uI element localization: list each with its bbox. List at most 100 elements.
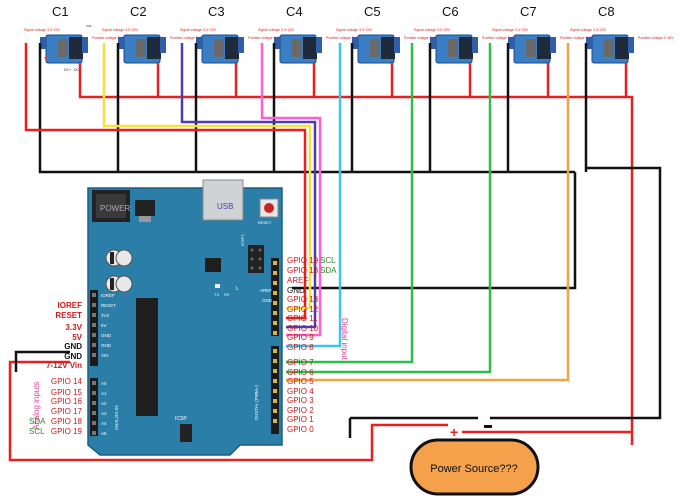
relay-module-c4: C4 Signal voltage 3.3~20V Positive volta…: [258, 4, 362, 64]
gnd-board-label: GND: [262, 298, 273, 303]
analog-header: [90, 378, 98, 436]
wires: [8, 43, 662, 462]
module-label: C4: [286, 4, 303, 19]
left-gpio-14: GPIO 14: [51, 377, 83, 386]
right-gpio-18: GPIO 18: [287, 266, 319, 275]
wire-signal-c6: [286, 43, 414, 364]
board-pin-3v3: 3V3: [101, 313, 110, 318]
left-label-vin: 7-12V Vin: [46, 361, 82, 370]
board-pin-a3: A3: [101, 411, 107, 416]
board-pin-a4: A4: [101, 421, 107, 426]
module-label: C8: [598, 4, 615, 19]
board-pin-a5: A5: [101, 431, 107, 436]
relay-module-c1: C1 Signal voltage 3.3~20V Positive volta…: [24, 4, 128, 72]
relay-module-c3: C3 Signal voltage 3.3~20V Positive volta…: [180, 4, 284, 64]
rx-label: RX: [224, 292, 230, 297]
right-gpio-7: GPIO 7: [287, 358, 314, 367]
left-gpio-19: GPIO 19: [51, 427, 83, 436]
right-gpio-9: GPIO 9: [287, 333, 314, 342]
relay-module-c2: C2 Signal voltage 3.3~20V Positive volta…: [102, 4, 206, 64]
right-gpio-19: GPIO 19: [287, 256, 319, 265]
wire-ground-to-board: [292, 172, 577, 290]
right-gpio-11: GPIO 11: [287, 314, 318, 323]
board-pin-ioref: IOREF: [101, 293, 115, 298]
left-gpio-18: GPIO 18: [51, 417, 83, 426]
wire-signal-c2: [102, 43, 312, 310]
board-pin-gnd1: GND: [101, 333, 112, 338]
right-gpio-3: GPIO 3: [287, 396, 314, 405]
relay-module-c7: C7 Signal voltage 3.3~20V Positive volta…: [492, 4, 596, 64]
signal-voltage-text: Signal voltage 3.3~20V: [102, 28, 139, 32]
positive-voltage-text: Positive voltage 5~36V: [560, 36, 596, 40]
left-label-gnd1: GND: [64, 342, 82, 351]
digital-pwm-label: DIGITAL (PWM~): [254, 385, 259, 420]
wire-source-negative: [490, 166, 662, 420]
wire-signal-c5: [286, 43, 342, 348]
wire-vin-red: [8, 360, 448, 462]
signal-voltage-text: Signal voltage 3.3~20V: [414, 28, 451, 32]
right-gpio-labels: GPIO 13 GPIO 12 GPIO 11 GPIO 10 GPIO 9 G…: [287, 295, 319, 434]
signal-voltage-text: Signal voltage 3.3~20V: [258, 28, 295, 32]
module-label: C2: [130, 4, 147, 19]
wire-signal-c7: [286, 43, 492, 374]
icsp-label: ICSP: [175, 416, 187, 422]
module-label: C6: [442, 4, 459, 19]
board-pin-a0: A0: [101, 381, 107, 386]
wire-signal-c8: [286, 43, 570, 382]
right-gnd: GND: [287, 286, 305, 295]
left-gpio-15: GPIO 15: [51, 388, 83, 397]
aref-board-label: AREF: [260, 288, 272, 293]
positive-voltage-text: Positive voltage 5~36V: [170, 36, 206, 40]
left-label-gnd2: GND: [64, 352, 82, 361]
wire-signal-c4: [260, 43, 322, 337]
wire-positive-bus: [78, 63, 634, 445]
reset-label: RESET: [258, 220, 272, 225]
right-gpio-5: GPIO 5: [287, 377, 314, 386]
left-bus-scl: SCL: [29, 427, 45, 436]
module-label: C3: [208, 4, 225, 19]
left-label-5v: 5V: [72, 333, 82, 342]
positive-terminal-sign: +: [450, 424, 458, 440]
digital-input-caption: Digital input: [340, 318, 349, 361]
right-sda: SDA: [320, 266, 337, 275]
right-gpio-8: GPIO 8: [287, 343, 314, 352]
module-label: C1: [52, 4, 69, 19]
module-label: C5: [364, 4, 381, 19]
left-gpio-16: GPIO 16: [51, 397, 83, 406]
positive-voltage-text: Positive voltage 5~36V: [638, 36, 674, 40]
relay-module-c8: C8 Signal voltage 3.3~20V Positive volta…: [570, 4, 674, 64]
l-led-label: L: [236, 286, 239, 292]
board-pin-vin: VIN: [101, 353, 109, 358]
left-pin-labels: IOREF RESET 3.3V 5V GND GND 7-12V Vin: [46, 301, 83, 370]
left-label-reset: RESET: [55, 311, 82, 320]
negative-terminal-mark: [484, 425, 492, 428]
relay-module-c5: C5 Signal voltage 3.3~20V Positive volta…: [336, 4, 440, 64]
analog-inputs-caption: Analog inputs: [32, 382, 41, 430]
left-bus-labels: SDA SCL: [29, 417, 46, 436]
out-text: out-: [86, 24, 93, 28]
power-source: Power Source???: [409, 438, 540, 496]
positive-voltage-text: Positive voltage 5~36V: [248, 36, 284, 40]
digital-header-top: [271, 258, 279, 336]
left-bus-sda: SDA: [29, 417, 46, 426]
right-top-labels: GPIO 19 SCL GPIO 18 SDA AREF GND: [287, 256, 337, 295]
right-gpio-2: GPIO 2: [287, 406, 314, 415]
left-label-ioref: IOREF: [58, 301, 83, 310]
positive-voltage-text: Positive voltage 5~36V: [326, 36, 362, 40]
microcontroller-chip: [136, 298, 158, 416]
right-gpio-12: GPIO 12: [287, 305, 319, 314]
dc-minus-text: DC-: [74, 68, 81, 72]
board-pin-a2: A2: [101, 401, 107, 406]
icsp2-label: ICSP2: [240, 234, 245, 246]
right-gpio-1: GPIO 1: [287, 415, 314, 424]
left-gpio-17: GPIO 17: [51, 407, 83, 416]
usb-label: USB: [217, 202, 233, 211]
analog-in-label: ANALOG IN: [114, 405, 119, 430]
positive-voltage-text: Positive voltage 5~36V: [482, 36, 518, 40]
right-gpio-6: GPIO 6: [287, 368, 314, 377]
board-pin-reset: RESET: [101, 303, 116, 308]
right-aref: AREF: [287, 276, 308, 285]
arduino-board: POWER USB RESET ICSP2 TX RX L O: [80, 179, 283, 456]
power-header: [90, 290, 98, 366]
